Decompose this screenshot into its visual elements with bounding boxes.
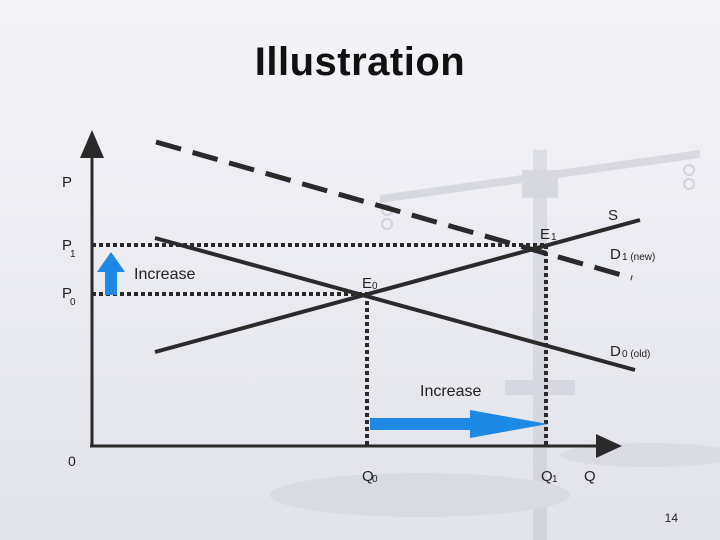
- demand-curve-old: [154, 236, 636, 372]
- price-increase-label: Increase: [134, 266, 195, 283]
- y-axis-label: P: [62, 174, 72, 191]
- d0-subscript: 0 (old): [622, 349, 650, 360]
- d1-label: D: [610, 246, 621, 263]
- q1-subscript: 1: [552, 474, 558, 485]
- x-axis-label: Q: [584, 468, 596, 485]
- price-increase-arrow: [97, 252, 125, 295]
- e0-label: E: [362, 275, 372, 292]
- e1-subscript: 1: [551, 232, 557, 243]
- e0-subscript: 0: [372, 281, 378, 292]
- q0-subscript: 0: [372, 474, 378, 485]
- p1-label: P: [62, 237, 72, 254]
- supply-curve: [154, 218, 641, 354]
- p1-subscript: 1: [70, 249, 76, 260]
- page-number: 14: [664, 511, 678, 525]
- d1-subscript: 1 (new): [622, 252, 655, 263]
- quantity-increase-label: Increase: [420, 383, 481, 400]
- e1-label: E: [540, 226, 550, 243]
- p0-subscript: 0: [70, 297, 76, 308]
- q0-label: Q: [362, 468, 374, 485]
- slide-title: Illustration: [254, 40, 466, 84]
- demand-curve-new: [155, 139, 633, 281]
- origin-label: 0: [68, 453, 76, 469]
- q1-label: Q: [541, 468, 553, 485]
- x-axis-arrowhead: [596, 434, 622, 458]
- quantity-increase-arrow: [370, 410, 548, 438]
- d0-label: D: [610, 343, 621, 360]
- supply-label: S: [608, 207, 618, 224]
- p0-label: P: [62, 285, 72, 302]
- balance-scale-background: [270, 150, 720, 540]
- y-axis-arrowhead: [80, 130, 104, 158]
